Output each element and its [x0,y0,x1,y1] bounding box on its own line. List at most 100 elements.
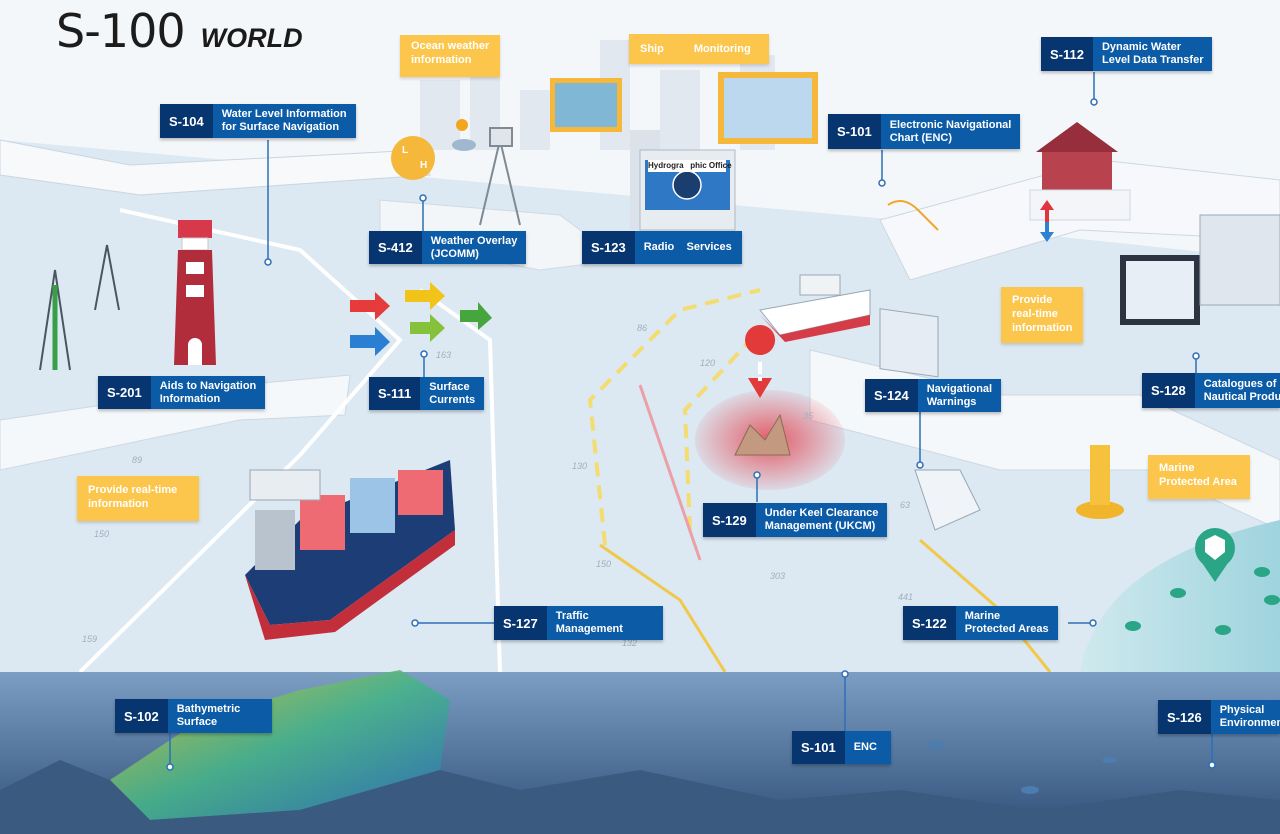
survey-vessel [759,274,871,342]
label-s101-enc-bottom[interactable]: S-101 ENC [792,731,891,764]
warning-pin-icon [745,325,776,398]
route-white-left [78,208,403,674]
route-yellow-left [587,288,761,546]
route-red [638,384,702,561]
label-s123[interactable]: S-123 Radio Services [582,231,742,264]
label-s102-code: S-102 [115,699,168,733]
container-ship [245,460,455,640]
route-yellow-right [682,328,762,531]
cloud-icon [452,139,476,151]
depth-sounding: 89 [132,455,142,465]
depth-sounding: 63 [900,500,910,510]
label-s201-code: S-201 [98,376,151,409]
connector-lines [166,72,1216,771]
depth-sounding: 441 [898,592,913,602]
label-s412[interactable]: S-412 Weather Overlay(JCOMM) [369,231,527,264]
radio-towers [39,244,120,371]
label-s111-code: S-111 [369,377,421,410]
depth-sounding: 132 [622,638,637,648]
hydrographic-office-sign: Hydrogra phic Office [648,160,732,172]
shield-location-icon [1195,528,1235,582]
label-s123-text: Radio Services [643,241,732,253]
depth-sounding: 159 [82,634,97,644]
lighthouse [174,220,216,365]
depth-sounding: 150 [94,529,109,539]
label-s126-code: S-126 [1158,700,1211,734]
label-s412-text: Weather Overlay(JCOMM) [430,234,518,260]
label-s128-code: S-128 [1142,373,1195,408]
label-s129-code: S-129 [703,503,756,537]
sun-icon [456,119,468,131]
page-title: S-100 WORLD [56,4,303,60]
screen-ship-monitoring [718,72,818,144]
label-s112-code: S-112 [1041,37,1093,71]
rock-obstacle [734,413,791,456]
depth-sounding: 86 [637,323,647,333]
label-s126[interactable]: S-126 PhysicalEnvironment [1158,700,1280,734]
label-s412-code: S-412 [369,231,422,264]
enc-display [879,200,939,378]
up-down-arrow-icon [1040,200,1054,242]
weather-station [479,127,521,226]
depth-sounding: 163 [436,350,451,360]
label-s124-code: S-124 [865,379,918,412]
seabed-rocks [0,760,1280,834]
title-main: S-100 [56,4,186,58]
label-s123-code: S-123 [582,231,635,264]
label-s122-code: S-122 [903,606,956,640]
depth-sounding: 130 [572,461,587,471]
surface-current-arrows [350,282,492,356]
depth-sounding: 150 [596,559,611,569]
svg-text:L: L [402,145,408,156]
label-s127-code: S-127 [494,606,547,640]
screen-photo [550,78,622,132]
tide-station-house [1029,122,1131,221]
bathymetric-seafloor [110,670,450,820]
route-yellow-solid [599,543,727,673]
lh-weather-icon: L H [391,136,435,180]
depth-sounding: 303 [770,571,785,581]
label-s126-text: PhysicalEnvironment [1219,704,1280,729]
mpa-network-nodes [1125,567,1280,635]
label-s101b-text: ENC [853,741,877,753]
depth-soundings: 86 163 120 89 130 35 150 150 303 441 159… [82,323,913,648]
depth-sounding: 120 [700,358,715,368]
quay-left [0,139,431,196]
depth-sounding: 35 [803,411,814,421]
small-boat [914,469,981,531]
navigation-buoy [1076,445,1124,519]
route-white-center [418,288,502,673]
label-s101a-code: S-101 [828,114,881,149]
title-sub: WORLD [200,23,303,53]
fish-icons [928,741,1118,794]
label-s101b-code: S-101 [792,731,845,764]
ecdis-console [1120,214,1280,325]
